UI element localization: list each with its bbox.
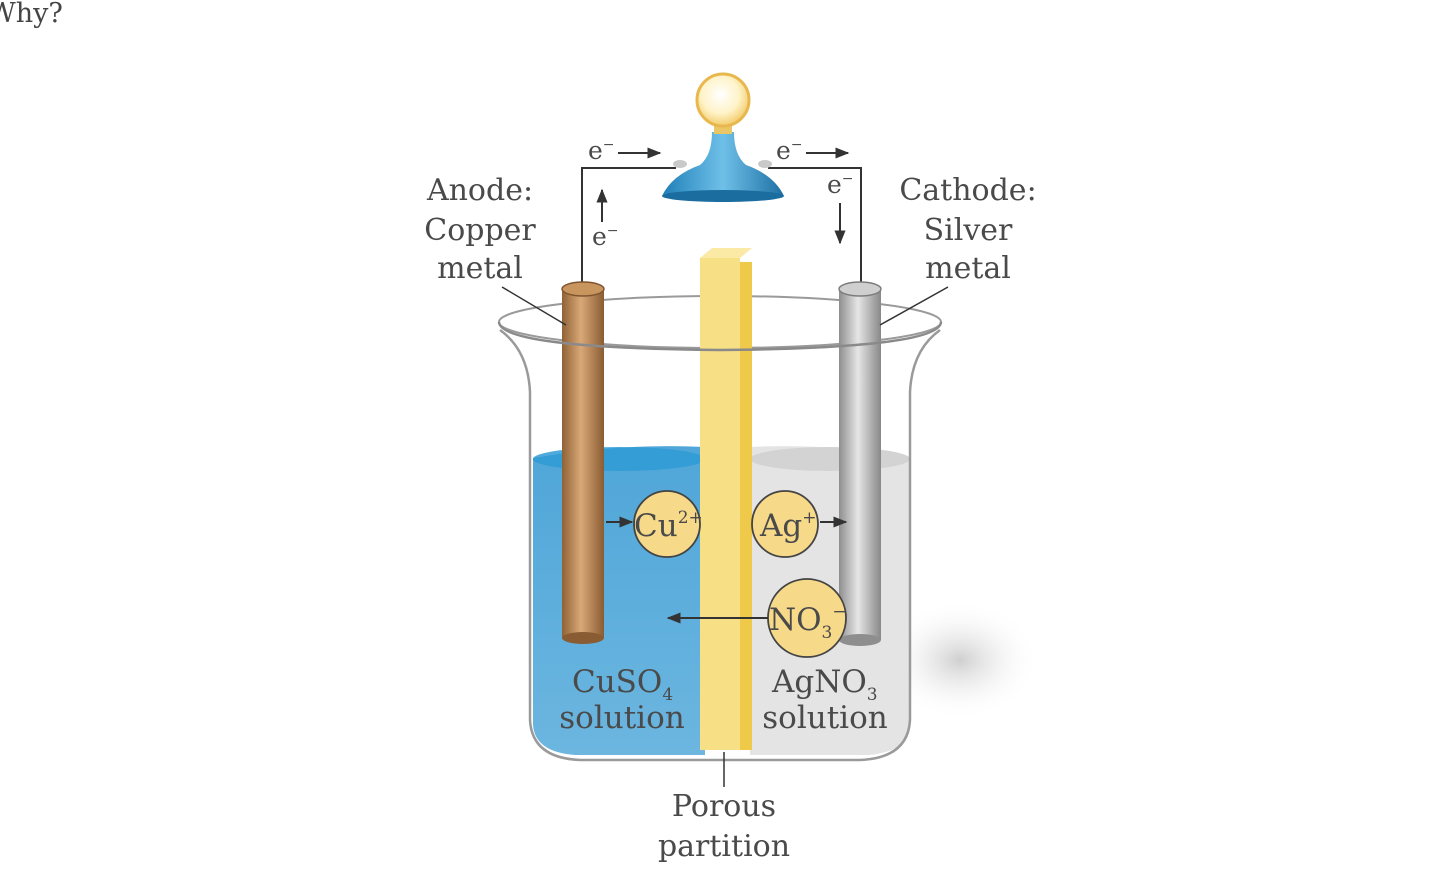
svg-text:metal: metal	[437, 251, 523, 286]
svg-text:Cathode:: Cathode:	[899, 173, 1036, 208]
left-wire	[581, 167, 676, 285]
svg-text:solution: solution	[559, 700, 684, 736]
svg-text:metal: metal	[925, 251, 1011, 286]
agno3-label: AgNO3 solution	[762, 664, 887, 736]
svg-text:partition: partition	[658, 829, 790, 864]
cu-ion: Cu2+	[633, 490, 703, 558]
svg-text:Ag+: Ag+	[759, 508, 816, 544]
electron-label-left: e−	[592, 222, 619, 251]
svg-text:CuSO4: CuSO4	[572, 664, 673, 705]
svg-text:solution: solution	[762, 700, 887, 736]
beaker-body	[499, 328, 941, 762]
agno3-surface	[750, 447, 910, 471]
svg-text:NO3−: NO3−	[769, 602, 847, 643]
partition-label: Porous partition	[658, 789, 790, 864]
copper-electrode	[561, 281, 605, 644]
beaker-rim-front	[497, 321, 943, 352]
cathode-label: Cathode: Silver metal	[899, 173, 1036, 286]
cathode-leader-line	[879, 286, 949, 326]
cuso4-label: CuSO4 solution	[559, 664, 684, 736]
header-text: Why?	[0, 0, 63, 29]
right-wire	[768, 167, 862, 285]
svg-text:Cu2+: Cu2+	[634, 508, 703, 544]
no3-ion: NO3−	[767, 578, 847, 658]
svg-text:AgNO3: AgNO3	[771, 664, 878, 705]
porous-partition	[700, 248, 752, 750]
beaker-shadow	[880, 600, 1040, 720]
anode-label: Anode: Copper metal	[424, 173, 536, 286]
electron-label-top-left: e−	[588, 136, 615, 165]
cuso4-surface	[533, 447, 705, 471]
svg-text:Porous: Porous	[672, 789, 776, 824]
ag-ion: Ag+	[751, 490, 819, 558]
svg-text:Silver: Silver	[924, 213, 1013, 248]
anode-leader-line	[501, 286, 567, 326]
electron-label-top-right: e−	[776, 136, 803, 165]
light-bulb	[662, 72, 784, 202]
silver-electrode	[838, 281, 882, 646]
svg-text:Anode:: Anode:	[426, 173, 533, 208]
electron-label-right: e−	[827, 170, 854, 199]
svg-text:Copper: Copper	[424, 213, 536, 248]
